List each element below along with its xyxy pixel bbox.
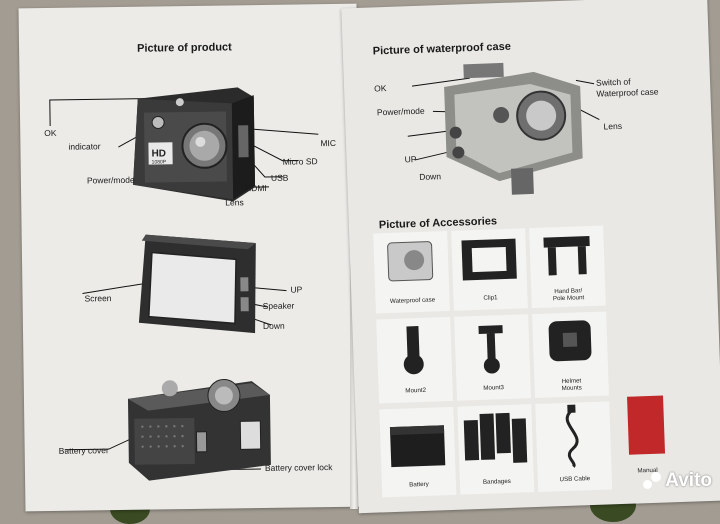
wp-label-ok: OK [373, 83, 387, 94]
waterproof-title: Picture of waterproof case [372, 40, 512, 58]
accessory-bandages: Bandages [457, 404, 535, 495]
waterproof-case-diagram [407, 62, 600, 195]
accessory-label: Battery [409, 480, 429, 489]
label-up: UP [290, 284, 303, 295]
label-down: Down [262, 320, 285, 332]
label-screen: Screen [84, 293, 112, 304]
accessory-label: Mount2 [405, 386, 427, 395]
accessory-label: Waterproof case [389, 296, 436, 306]
accessory-mount2: Mount2 [376, 316, 454, 404]
accessory-label: USB Cable [559, 475, 591, 484]
accessory-manual: Manual [615, 389, 678, 485]
accessory-label: Clip1 [483, 294, 498, 302]
accessory-clip1: Clip1 [451, 228, 528, 311]
accessory-mount3: Mount3 [454, 314, 532, 401]
avito-logo-icon [643, 472, 662, 490]
left-page: Picture of product HD [18, 3, 364, 512]
accessory-label: Mount3 [483, 384, 505, 392]
camera-body [132, 87, 256, 202]
accessory-helmet-mounts: Helmet Mounts [532, 311, 609, 399]
label-power-mode: Power/mode [86, 174, 135, 186]
accessory-label: Bandages [482, 477, 511, 486]
accessory-label: Hand Bar/ Pole Mount [552, 287, 585, 303]
accessory-handbar-mount: Hand Bar/ Pole Mount [529, 225, 606, 309]
label-hdmi: HDMI [244, 182, 267, 194]
label-mic: MIC [320, 137, 337, 149]
accessory-usb-cable: USB Cable [535, 401, 613, 492]
right-page: Picture of waterproof case OK Power/mode… [341, 0, 720, 514]
hd-badge: HD [151, 148, 166, 159]
wp-label-down: Down [419, 171, 442, 182]
1080p-badge: 1080P [152, 159, 167, 165]
label-indicator: indicator [68, 141, 101, 152]
wp-label-up: UP [404, 154, 417, 165]
label-battery-cover: Battery cover [58, 445, 109, 456]
wp-label-power-mode: Power/mode [376, 105, 425, 118]
label-ok: OK [44, 127, 57, 139]
label-usb: USB [270, 172, 289, 183]
label-battery-cover-lock: Battery cover lock [264, 462, 333, 473]
avito-watermark: Avito [643, 470, 712, 492]
accessories-grid: Waterproof case Clip1 Hand Bar/ Pole Mou… [373, 225, 613, 498]
wp-label-switch-line1: Switch of [595, 76, 631, 88]
camera-front-diagram: HD 1080P [49, 87, 319, 202]
avito-text: Avito [665, 470, 712, 491]
product-title: Picture of product [136, 41, 232, 55]
accessory-battery: Battery [379, 406, 457, 498]
label-speaker: Speaker [262, 300, 295, 312]
accessory-label: Helmet Mounts [561, 377, 582, 393]
wp-label-lens: Lens [603, 120, 623, 132]
camera-back-diagram [82, 234, 287, 334]
label-lens: Lens [225, 197, 244, 208]
accessory-waterproof-case: Waterproof case [373, 230, 450, 314]
camera-bottom-diagram [64, 379, 271, 481]
label-microsd: Micro SD [282, 156, 318, 167]
